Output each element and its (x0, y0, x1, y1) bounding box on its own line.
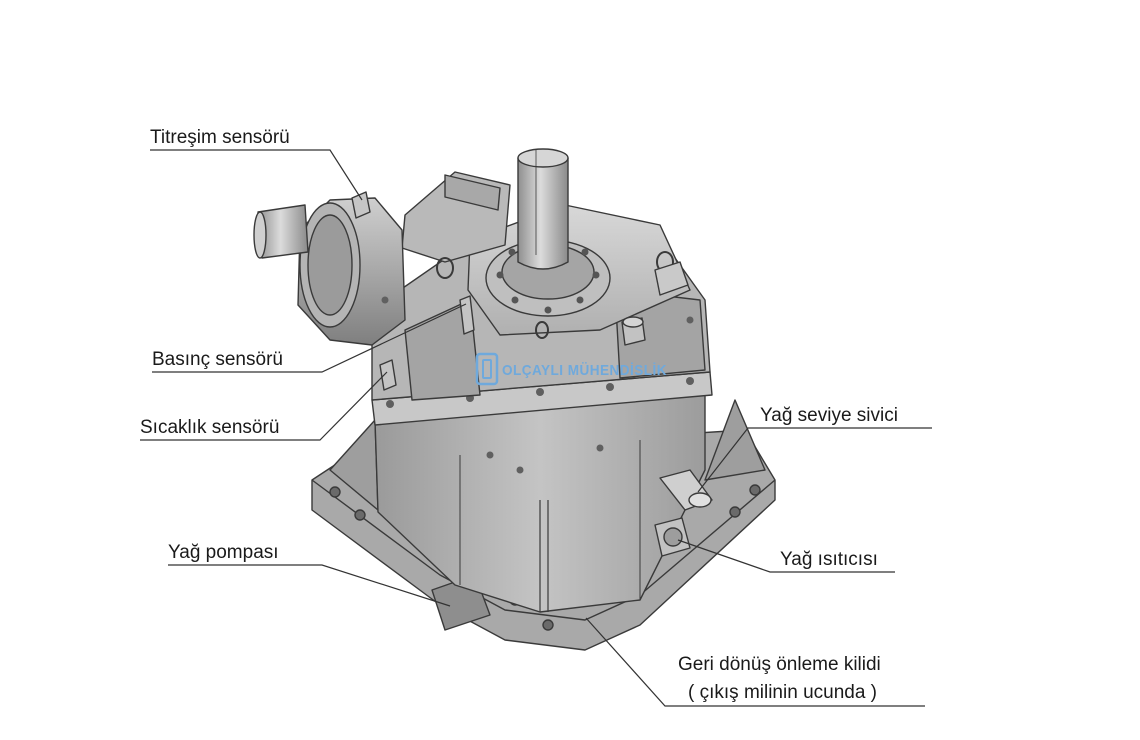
leader-oil-heater (677, 539, 895, 573)
label-backstop-line2: ( çıkış milinin ucunda ) (688, 682, 877, 703)
vibration-sensor-stud (351, 191, 371, 219)
label-oil-heater: Yağ ısıtıcısı (780, 549, 878, 570)
label-temperature-sensor: Sıcaklık sensörü (140, 417, 279, 438)
label-backstop-line1: Geri dönüş önleme kilidi (678, 654, 881, 675)
leader-oil-pump (168, 564, 451, 607)
temperature-sensor-stud (379, 359, 397, 391)
leader-backstop (585, 617, 925, 707)
leader-lines (140, 149, 932, 707)
leader-vibration-sensor (150, 149, 363, 201)
label-oil-pump: Yağ pompası (168, 542, 279, 563)
callout-labels: Titreşim sensörü Basınç sensörü Sıcaklık… (140, 127, 898, 703)
watermark: OLÇAYLI MÜHENDİSLİK (475, 352, 667, 386)
output-shaft (517, 157, 569, 270)
label-oil-level-switch: Yağ seviye sivici (760, 405, 898, 426)
watermark-text: OLÇAYLI MÜHENDİSLİK (502, 362, 667, 379)
label-pressure-sensor: Basınç sensörü (152, 349, 283, 370)
label-vibration-sensor: Titreşim sensörü (150, 127, 290, 148)
leader-temperature-sensor (140, 371, 388, 441)
watermark-logo-icon (475, 352, 499, 386)
base-bolt-holes (329, 484, 761, 631)
leader-pressure-sensor (152, 303, 467, 373)
leader-oil-level-switch (697, 427, 932, 493)
gearbox-illustration (253, 148, 776, 651)
